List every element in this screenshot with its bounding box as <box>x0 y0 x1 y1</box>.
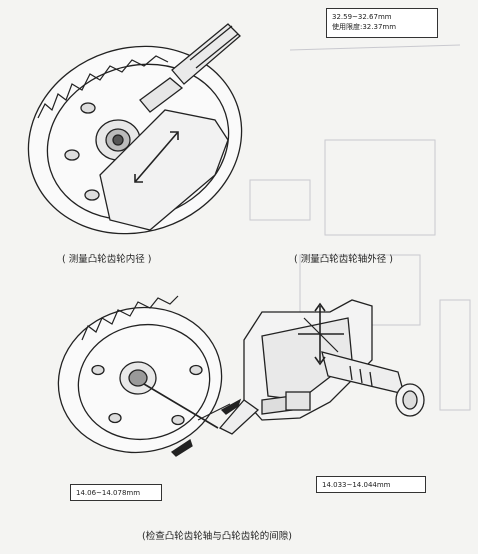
spec-inner-diameter-range: 32.59~32.67mm <box>332 13 392 21</box>
spec-box-inner-diameter: 32.59~32.67mm 使用限度:32.37mm <box>326 8 438 38</box>
caption-measure-inner-diameter: ( 测量凸轮齿轮内径 ) <box>62 254 152 265</box>
cam-gear-inner-diameter-illustration <box>27 23 243 235</box>
caption-check-clearance: (检查凸轮齿轮轴与凸轮齿轮的间隙) <box>142 531 292 542</box>
caption-measure-outer-diameter: ( 测量凸轮齿轮轴外径 ) <box>294 254 393 265</box>
micrometer-shaft-illustration <box>218 299 425 435</box>
cam-gear-clearance-illustration <box>57 295 242 457</box>
spec-box-shaft-outer: 14.033~14.044mm <box>316 476 426 493</box>
spec-shaft-outer-value: 14.033~14.044mm <box>322 481 391 489</box>
spec-gear-bore-value: 14.06~14.078mm <box>76 489 141 497</box>
spec-box-gear-bore: 14.06~14.078mm <box>70 484 162 501</box>
spec-inner-diameter-limit: 使用限度:32.37mm <box>332 23 397 31</box>
